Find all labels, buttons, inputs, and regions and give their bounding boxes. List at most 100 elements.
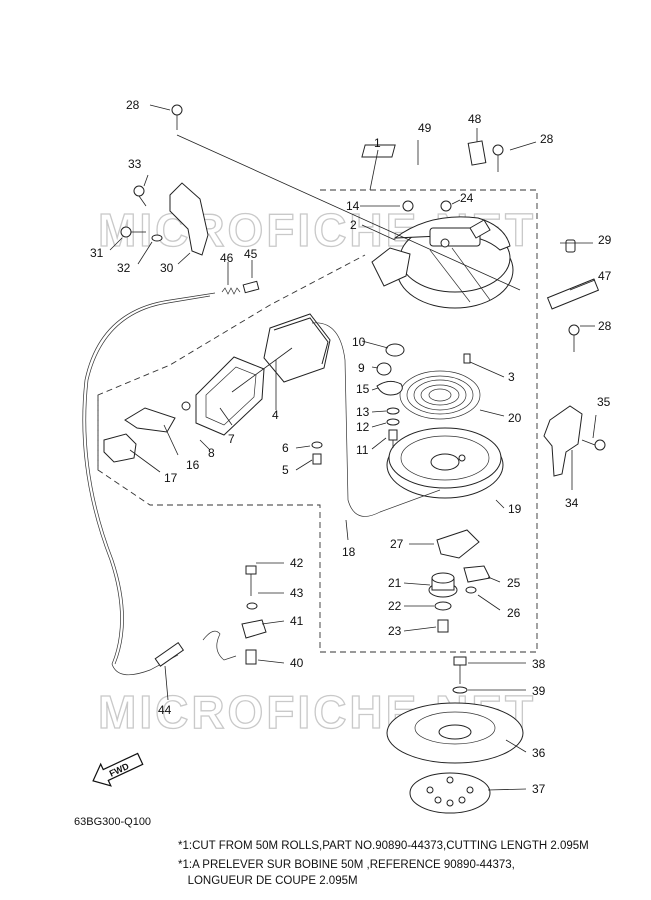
bolt-28-left xyxy=(171,104,183,130)
callout-39: 39 xyxy=(532,684,546,698)
plate-15 xyxy=(376,380,403,396)
callout-labels: 1 2 3 4 5 6 7 8 9 10 11 12 13 14 15 16 1… xyxy=(90,98,612,796)
callout-30: 30 xyxy=(160,261,174,275)
cable-44-inner xyxy=(85,295,211,665)
callout-38: 38 xyxy=(532,657,546,671)
cable-44 xyxy=(82,292,216,676)
callout-5: 5 xyxy=(282,463,289,477)
note-line-3: LONGUEUR DE COUPE 2.095M xyxy=(178,875,358,887)
bracket-34 xyxy=(543,405,583,477)
washer-12 xyxy=(386,418,400,426)
handle-4 xyxy=(263,313,331,383)
knot-8 xyxy=(181,401,191,411)
callout-19: 19 xyxy=(508,502,522,516)
bolt-31 xyxy=(120,226,146,238)
bolt-42 xyxy=(245,565,257,596)
label-sticker-47 xyxy=(546,278,600,310)
bushing-9 xyxy=(376,362,392,376)
spacer-29 xyxy=(565,239,576,253)
callout-1: 1 xyxy=(374,136,381,150)
bracket-17 xyxy=(103,433,137,463)
callout-25: 25 xyxy=(507,576,521,590)
callout-44: 44 xyxy=(158,703,172,717)
bolt-38 xyxy=(453,656,467,684)
callout-12: 12 xyxy=(356,420,370,434)
lever-30 xyxy=(169,182,209,256)
callout-27: 27 xyxy=(390,537,404,551)
callout-17: 17 xyxy=(164,471,178,485)
washer-26 xyxy=(465,586,477,594)
callout-23: 23 xyxy=(388,624,402,638)
callout-24: 24 xyxy=(460,191,474,205)
starter-housing xyxy=(371,216,514,309)
callout-31: 31 xyxy=(90,246,104,260)
spring-25 xyxy=(463,565,491,583)
spiral-spring-20 xyxy=(399,370,481,420)
callout-41: 41 xyxy=(290,614,304,628)
callout-3: 3 xyxy=(508,370,515,384)
washer-6 xyxy=(311,441,323,449)
callout-14: 14 xyxy=(346,199,360,213)
washer-13 xyxy=(386,407,400,415)
bracket-41-hook xyxy=(202,630,237,661)
screw-11 xyxy=(388,429,398,448)
callout-49: 49 xyxy=(418,121,432,135)
screw-5 xyxy=(312,453,322,465)
callout-6: 6 xyxy=(282,441,289,455)
callout-28-top-left: 28 xyxy=(126,98,140,112)
callout-43: 43 xyxy=(290,586,304,600)
flywheel-cup-36 xyxy=(386,702,524,764)
callout-28-top-right: 28 xyxy=(540,132,554,146)
spring-46 xyxy=(221,287,241,295)
label-sticker-48 xyxy=(467,140,487,166)
callout-9: 9 xyxy=(358,361,365,375)
cable-end-44 xyxy=(154,641,185,667)
callout-15: 15 xyxy=(356,382,370,396)
plunger-45 xyxy=(242,280,260,294)
callout-18: 18 xyxy=(342,545,356,559)
callout-37: 37 xyxy=(532,782,546,796)
rope-link xyxy=(231,347,293,393)
washer-43 xyxy=(246,602,258,610)
callout-36: 36 xyxy=(532,746,546,760)
callout-48: 48 xyxy=(468,112,482,126)
cable-18 xyxy=(311,322,441,517)
callout-10: 10 xyxy=(352,335,366,349)
note-line-2: *1:A PRELEVER SUR BOBINE 50M ,REFERENCE … xyxy=(178,859,515,871)
bolt-33 xyxy=(133,185,147,207)
callout-2: 2 xyxy=(350,218,357,232)
screw-24 xyxy=(440,200,452,212)
callout-22: 22 xyxy=(388,599,402,613)
callout-21: 21 xyxy=(388,576,402,590)
callout-45: 45 xyxy=(244,247,258,261)
collar-10 xyxy=(385,343,405,357)
callout-29: 29 xyxy=(598,233,612,247)
callout-34: 34 xyxy=(565,496,579,510)
note-line-1: *1:CUT FROM 50M ROLLS,PART NO.90890-4437… xyxy=(178,840,589,852)
washer-32 xyxy=(151,234,163,242)
bolt-35 xyxy=(581,439,606,451)
fwd-arrow-icon: FWD xyxy=(92,752,144,787)
diagram-code: 63BG300-Q100 xyxy=(74,816,151,828)
clamp-41 xyxy=(241,619,267,639)
grip-7 xyxy=(195,356,265,436)
shift-lever-16 xyxy=(124,407,176,433)
callout-35: 35 xyxy=(597,395,611,409)
callout-46: 46 xyxy=(220,251,234,265)
callout-32: 32 xyxy=(117,261,131,275)
bolt-28-right xyxy=(568,324,580,352)
washer-39 xyxy=(452,686,468,694)
bolt-40 xyxy=(245,649,257,665)
callout-13: 13 xyxy=(356,405,370,419)
callout-26: 26 xyxy=(507,606,521,620)
nut-14 xyxy=(402,200,414,212)
callout-20: 20 xyxy=(508,411,522,425)
drum-pulley-19 xyxy=(386,427,504,499)
starter-assembly-boundary xyxy=(97,189,538,653)
pin-3 xyxy=(463,353,471,364)
leader-lines xyxy=(109,104,597,791)
pawl-27 xyxy=(436,529,480,559)
callout-33: 33 xyxy=(128,157,142,171)
drive-plate-21 xyxy=(428,572,458,598)
